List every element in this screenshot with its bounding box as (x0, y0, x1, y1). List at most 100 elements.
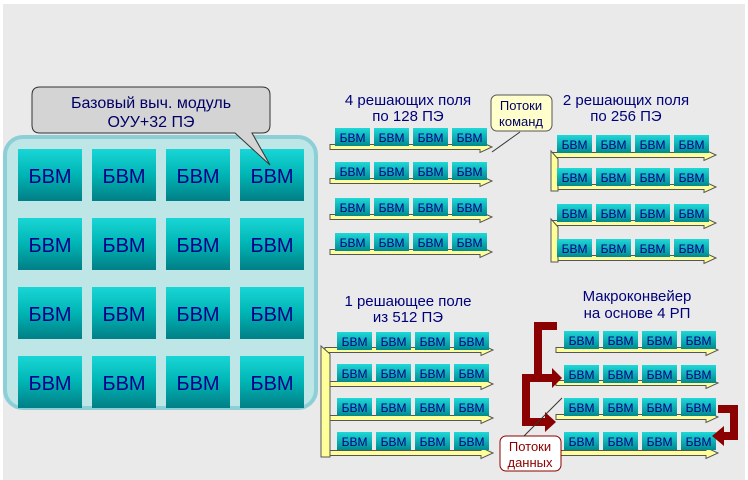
data-callout-line1: Потоки (509, 439, 551, 454)
base-cell-body (18, 356, 82, 408)
small-cell-body (337, 332, 372, 350)
base-cell-body (166, 149, 230, 201)
small-cell-body (376, 398, 411, 416)
cell-4x128: БВМ (335, 198, 370, 216)
small-cell-body (337, 398, 372, 416)
group-macro-title-line1: Макроконвейер (583, 288, 692, 305)
small-cell-label: БВМ (381, 401, 407, 415)
base-cell: БВМ (18, 149, 82, 201)
small-cell-label: БВМ (601, 138, 627, 152)
flow-arrows (324, 140, 720, 460)
base-module-title-line2: ОУУ+32 ПЭ (107, 114, 194, 131)
group-macro-title-line2: на основе 4 РП (584, 305, 691, 322)
base-cell-body (92, 287, 156, 339)
small-cell-label: БВМ (569, 401, 595, 415)
small-cell-label: БВМ (459, 367, 485, 381)
cell-2x256: БВМ (674, 204, 709, 222)
base-cell-label: БВМ (28, 304, 71, 326)
cell-macro: БВМ (564, 432, 599, 450)
cell-macro: БВМ (603, 432, 638, 450)
group-4x128-title-line2: по 128 ПЭ (372, 108, 444, 125)
small-cell-body (635, 135, 670, 153)
small-cell-label: БВМ (679, 171, 705, 185)
small-cell-body (454, 432, 489, 450)
small-cell-body (635, 168, 670, 186)
small-cell-body (454, 364, 489, 382)
small-cell-body (674, 239, 709, 257)
small-cell-label: БВМ (647, 368, 673, 382)
small-cell-label: БВМ (569, 368, 595, 382)
small-cell-body (564, 398, 599, 416)
cell-2x256: БВМ (635, 204, 670, 222)
small-cell-label: БВМ (342, 401, 368, 415)
cell-2x256: БВМ (557, 168, 592, 186)
small-cell-body (681, 432, 716, 450)
cell-4x128: БВМ (335, 128, 370, 146)
small-cell-body (374, 198, 409, 216)
base-cell-label: БВМ (28, 373, 71, 395)
data-callout-box (499, 435, 562, 472)
small-cell-body (452, 162, 487, 180)
small-cell-label: БВМ (562, 207, 588, 221)
small-cell-body (335, 233, 370, 251)
command-callout-box (490, 94, 553, 132)
base-cell-label: БВМ (176, 235, 219, 257)
small-cell-body (452, 128, 487, 146)
cell-4x128: БВМ (374, 233, 409, 251)
group-2x256-title-line2: по 256 ПЭ (590, 108, 662, 125)
base-cell: БВМ (92, 149, 156, 201)
small-cell-label: БВМ (457, 201, 483, 215)
cell-1x512: БВМ (376, 332, 411, 350)
cell-4x128: БВМ (452, 128, 487, 146)
small-cell-body (374, 233, 409, 251)
base-cell-body (18, 218, 82, 270)
small-cell-label: БВМ (679, 138, 705, 152)
base-cell-label: БВМ (250, 235, 293, 257)
base-cell: БВМ (240, 356, 304, 408)
command-callout-line2: команд (499, 114, 543, 129)
small-cell-label: БВМ (457, 236, 483, 250)
cell-macro: БВМ (603, 365, 638, 383)
base-cell: БВМ (240, 218, 304, 270)
small-cell-label: БВМ (418, 236, 444, 250)
cell-macro: БВМ (603, 331, 638, 349)
command-callout-line1: Потоки (500, 98, 542, 113)
small-cell-label: БВМ (420, 435, 446, 449)
base-cell: БВМ (166, 287, 230, 339)
base-cell: БВМ (92, 287, 156, 339)
small-cell-label: БВМ (601, 242, 627, 256)
cell-macro: БВМ (603, 398, 638, 416)
small-cell-body (335, 128, 370, 146)
small-cell-label: БВМ (608, 435, 634, 449)
flow-brackets (320, 149, 559, 458)
base-cell-body (166, 218, 230, 270)
small-cell-body (596, 204, 631, 222)
small-cell-body (674, 168, 709, 186)
small-cell-body (557, 204, 592, 222)
cell-macro: БВМ (642, 398, 677, 416)
base-module-title-line1: Базовый выч. модуль (71, 95, 231, 112)
cell-4x128: БВМ (452, 162, 487, 180)
base-cell-label: БВМ (250, 166, 293, 188)
cell-1x512: БВМ (337, 432, 372, 450)
small-cell-label: БВМ (420, 367, 446, 381)
small-cell-label: БВМ (381, 367, 407, 381)
base-cell: БВМ (240, 149, 304, 201)
small-cell-label: БВМ (562, 138, 588, 152)
small-cell-body (335, 162, 370, 180)
cell-macro: БВМ (681, 432, 716, 450)
small-cell-body (603, 331, 638, 349)
small-cell-label: БВМ (601, 207, 627, 221)
small-cell-label: БВМ (342, 367, 368, 381)
small-cell-label: БВМ (418, 201, 444, 215)
data-flows-callout: Потоки данных (499, 397, 563, 472)
cell-macro: БВМ (642, 331, 677, 349)
small-cell-body (376, 432, 411, 450)
cell-1x512: БВМ (415, 432, 450, 450)
cell-2x256: БВМ (674, 168, 709, 186)
base-cell-label: БВМ (28, 166, 71, 188)
small-cell-body (415, 398, 450, 416)
